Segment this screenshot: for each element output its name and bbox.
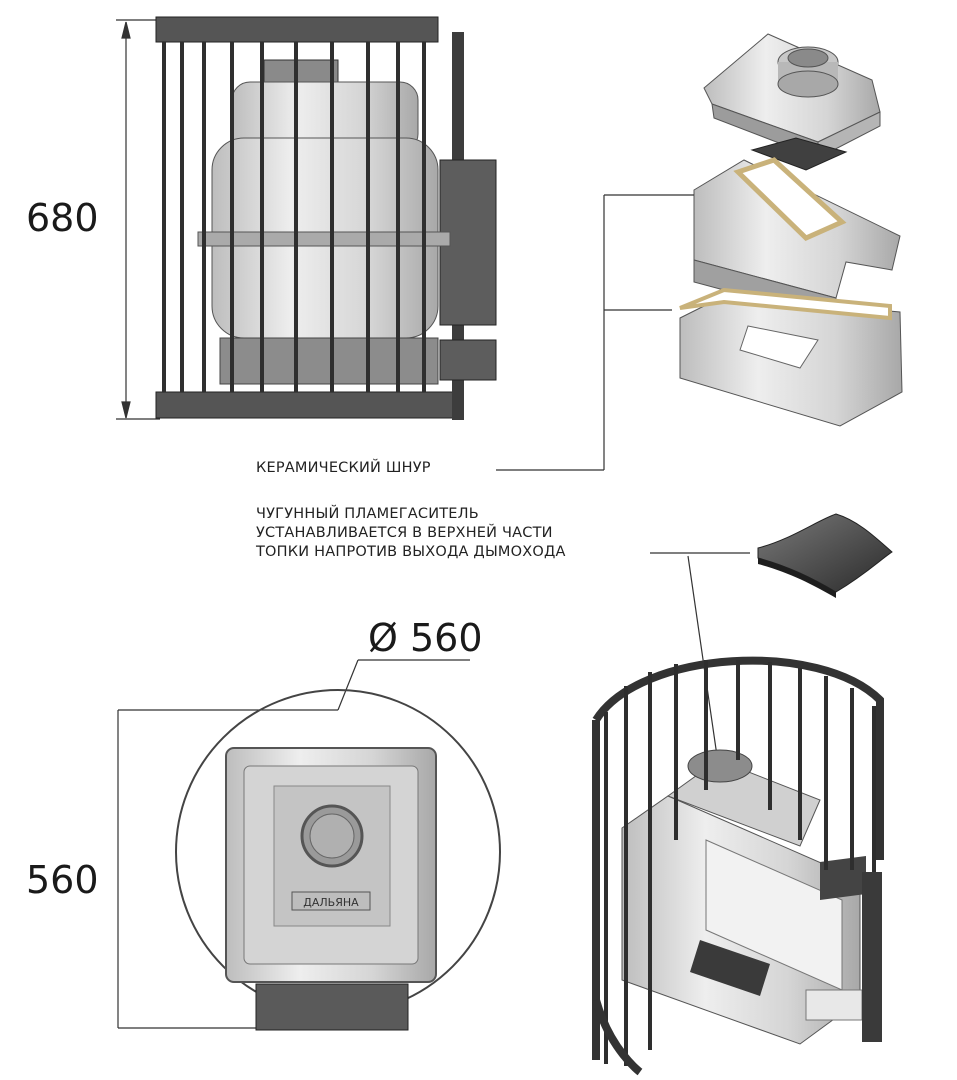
flame-arrester-line-3: ТОПКИ НАПРОТИВ ВЫХОДА ДЫМОХОДА: [256, 544, 566, 560]
ceramic-cord-text: КЕРАМИЧЕСКИЙ ШНУР: [256, 460, 431, 476]
top-view: ДАЛЬЯНА: [117, 659, 501, 1031]
isometric-cutaway: [592, 656, 884, 1076]
height-dimension-line: [116, 19, 160, 420]
exploded-view: [496, 33, 903, 471]
brand-plate-text: ДАЛЬЯНА: [303, 896, 359, 909]
dimension-width-560: 560: [26, 858, 99, 902]
flame-arrester-label: ЧУГУННЫЙ ПЛАМЕГАСИТЕЛЬ УСТАНАВЛИВАЕТСЯ В…: [256, 505, 566, 562]
ceramic-cord-label: КЕРАМИЧЕСКИЙ ШНУР: [256, 459, 431, 478]
front-view: [116, 16, 497, 420]
dimension-height-680: 680: [26, 196, 99, 240]
flame-arrester-line-2: УСТАНАВЛИВАЕТСЯ В ВЕРХНЕЙ ЧАСТИ: [256, 525, 553, 541]
dimension-diameter-560: Ø 560: [368, 616, 483, 660]
flame-arrester-part: [757, 513, 893, 598]
flame-arrester-line-1: ЧУГУННЫЙ ПЛАМЕГАСИТЕЛЬ: [256, 506, 479, 522]
